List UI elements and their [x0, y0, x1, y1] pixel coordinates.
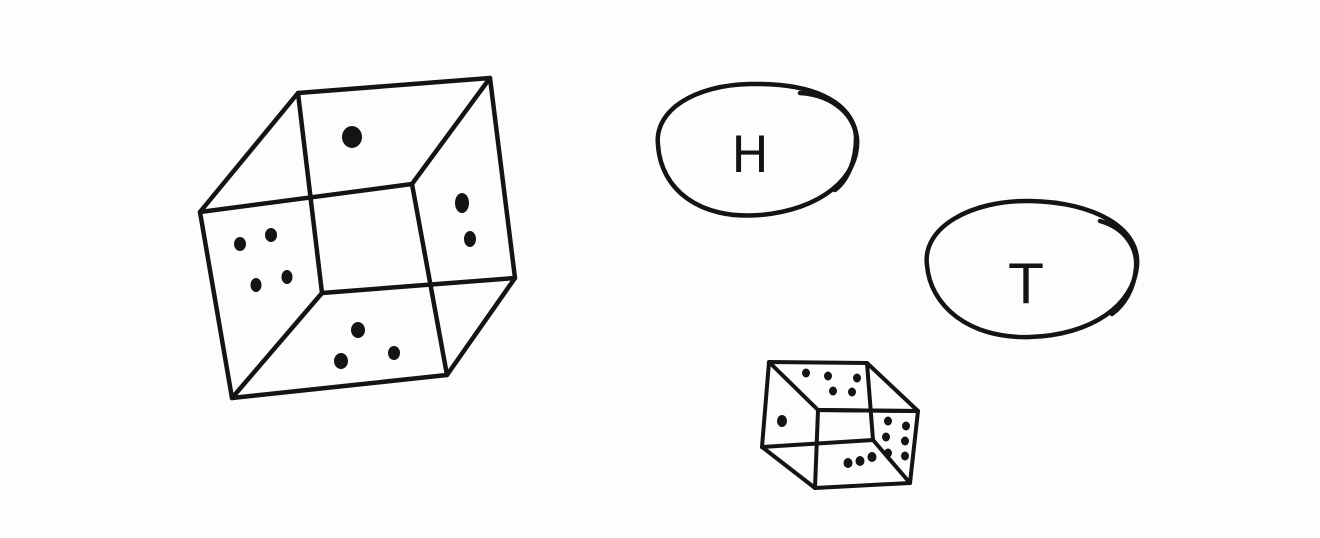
- pip: [829, 386, 837, 396]
- small-die-back-face: [767, 360, 920, 413]
- large-die-edge: [444, 275, 518, 378]
- pip: [901, 451, 909, 461]
- large-die-edge: [197, 90, 301, 215]
- pip: [342, 126, 362, 148]
- pip: [802, 368, 810, 378]
- pip: [265, 228, 277, 242]
- small-die-outline: [760, 360, 920, 490]
- pip: [464, 231, 476, 247]
- large-die-outline: [197, 75, 518, 401]
- pip: [884, 416, 892, 426]
- small-die-edge: [760, 360, 771, 449]
- pip: [777, 415, 787, 427]
- coin-tails-label: T: [1009, 253, 1044, 316]
- pip: [902, 421, 910, 431]
- small-die-edge: [760, 438, 875, 449]
- large-die-pips: [234, 126, 476, 369]
- pip: [901, 436, 909, 446]
- pip: [824, 371, 832, 381]
- coin-tails: T: [924, 198, 1140, 340]
- pip: [882, 432, 890, 442]
- coin-heads-rim: [797, 90, 859, 193]
- small-die-edge: [865, 361, 875, 442]
- pip: [455, 193, 469, 213]
- pip: [351, 322, 365, 338]
- small-die-pips: [777, 368, 910, 468]
- small-die-edge: [871, 438, 912, 485]
- coin-tails-rim: [1097, 218, 1139, 317]
- pip: [250, 278, 262, 292]
- coin-heads: H: [655, 81, 860, 218]
- pip: [855, 456, 865, 466]
- pip: [388, 346, 400, 360]
- pip: [234, 237, 246, 251]
- pip: [867, 452, 877, 462]
- pip: [843, 458, 853, 468]
- pip: [884, 448, 892, 458]
- large-die: [197, 75, 518, 401]
- small-die-edge: [760, 445, 817, 490]
- pip: [848, 387, 856, 397]
- pip: [853, 373, 861, 383]
- coin-heads-label: H: [731, 126, 769, 184]
- large-die-edge: [409, 75, 493, 187]
- small-die: [760, 360, 920, 490]
- pip: [334, 353, 348, 369]
- pip: [281, 270, 293, 284]
- large-die-edge: [229, 290, 325, 401]
